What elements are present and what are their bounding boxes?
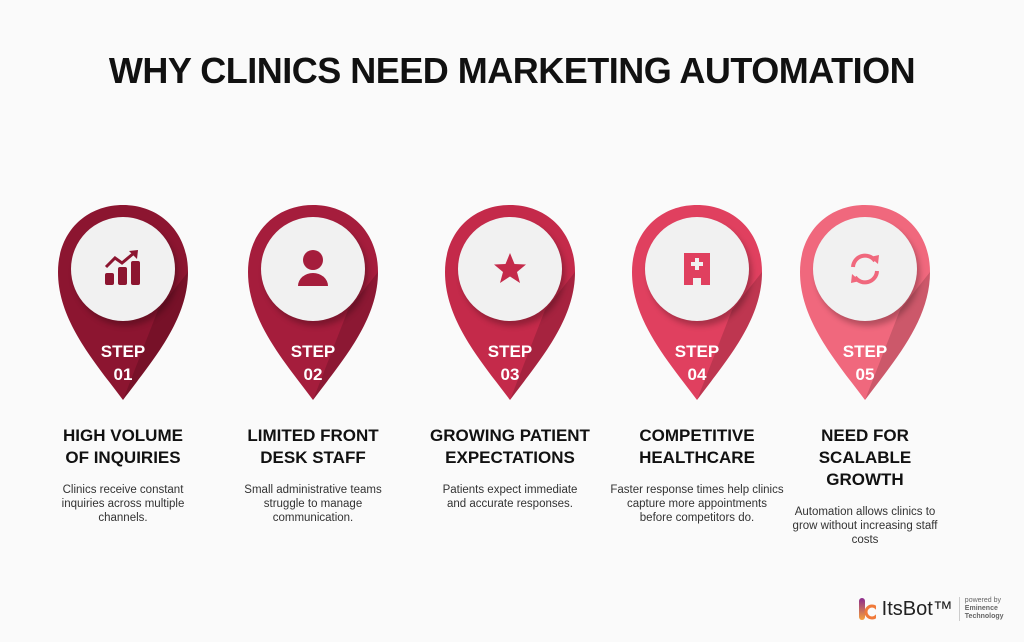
- step-description: Small administrative teams struggle to m…: [244, 484, 382, 524]
- step-label: STEP: [674, 342, 720, 361]
- step-label: STEP: [100, 342, 146, 361]
- page-title: WHY CLINICS NEED MARKETING AUTOMATION: [108, 50, 916, 91]
- step-card: STEP 04 COMPETITIVE HEALTHCARE Faster res…: [602, 200, 792, 525]
- hospital-icon: [684, 253, 710, 285]
- step-card: STEP 05 NEED FOR SCALABLE GROWTH Automati…: [770, 200, 960, 547]
- step-label: STEP: [290, 342, 336, 361]
- refresh-icon: [851, 253, 879, 285]
- step-pin: STEP 04: [602, 200, 792, 405]
- company-name: Eminence Technology: [964, 605, 1004, 620]
- step-heading: NEED FOR SCALABLE GROWTH: [818, 426, 912, 489]
- itsbot-logo-icon: [859, 598, 876, 620]
- person-icon: [298, 250, 328, 286]
- step-pin: STEP 01: [28, 200, 218, 405]
- powered-by: powered by: [964, 597, 1001, 604]
- step-pin: STEP 05: [770, 200, 960, 405]
- step-heading: HIGH VOLUME OF INQUIRIES: [63, 426, 183, 467]
- step-card: STEP 03 GROWING PATIENT EXPECTATIONS Pati…: [415, 200, 605, 511]
- growth-chart-icon: [104, 250, 140, 285]
- step-heading: LIMITED FRONT DESK STAFF: [247, 426, 379, 467]
- star-icon: [494, 253, 526, 283]
- step-label: STEP: [842, 342, 888, 361]
- step-card: STEP 01 HIGH VOLUME OF INQUIRIES Clinics …: [28, 200, 218, 525]
- step-number: 05: [855, 365, 875, 384]
- step-heading: COMPETITIVE HEALTHCARE: [639, 426, 755, 467]
- step-number: 04: [687, 365, 707, 384]
- step-label: STEP: [487, 342, 533, 361]
- step-description: Faster response times help clinics captu…: [610, 484, 784, 524]
- step-number: 01: [113, 365, 133, 384]
- step-number: 02: [303, 365, 323, 384]
- step-description: Clinics receive constant inquiries acros…: [61, 484, 185, 524]
- step-heading: GROWING PATIENT EXPECTATIONS: [430, 426, 590, 467]
- step-pin: STEP 02: [218, 200, 408, 405]
- step-pin: STEP 03: [415, 200, 605, 405]
- step-description: Automation allows clinics to grow withou…: [792, 506, 938, 546]
- step-card: STEP 02 LIMITED FRONT DESK STAFF Small ad…: [218, 200, 408, 525]
- step-number: 03: [500, 365, 520, 384]
- logo-name: ItsBot™: [881, 597, 953, 620]
- step-description: Patients expect immediate and accurate r…: [442, 484, 578, 510]
